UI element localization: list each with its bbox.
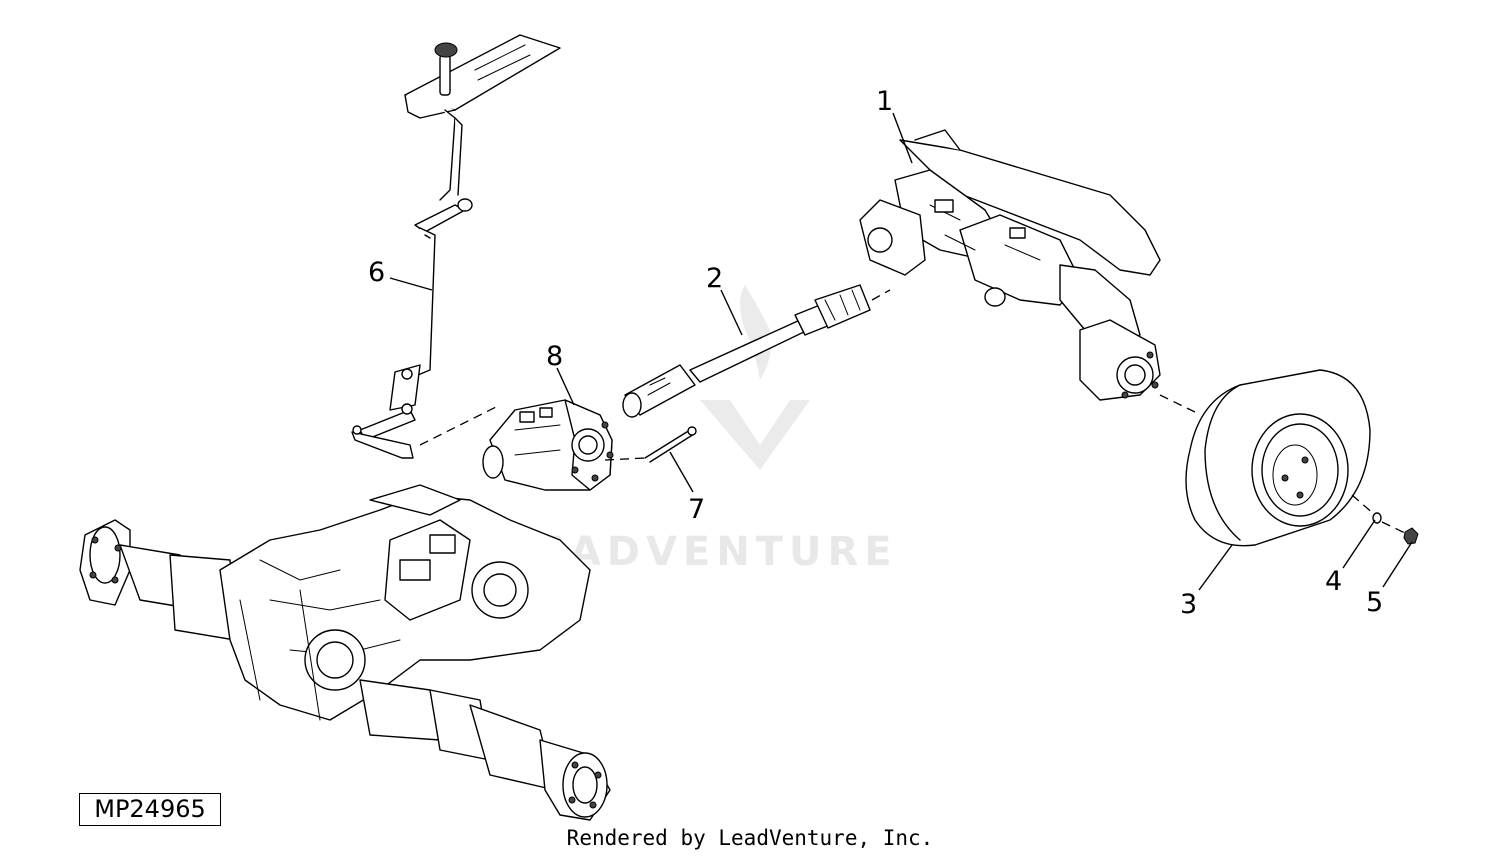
leader-dash-7-8 <box>604 457 646 461</box>
leader-dash-1-3 <box>1159 394 1196 413</box>
leader-dash-3-4 <box>1351 494 1376 516</box>
callout-8[interactable]: 8 <box>546 341 563 372</box>
part-5-nut[interactable] <box>1403 527 1419 545</box>
figure-reference-label: MP24965 <box>79 793 221 826</box>
callout-3[interactable]: 3 <box>1180 589 1197 620</box>
leader-lines <box>389 112 1413 591</box>
rear-transaxle <box>79 484 611 821</box>
callout-6[interactable]: 6 <box>368 257 385 288</box>
part-3-wheel-tire[interactable] <box>1185 369 1371 547</box>
part-6-shift-lever[interactable] <box>351 34 561 459</box>
callout-labels: 1 2 3 4 5 6 7 8 <box>368 86 1383 620</box>
callout-7[interactable]: 7 <box>688 494 705 525</box>
callout-1[interactable]: 1 <box>876 86 893 117</box>
render-credit: Rendered by LeadVenture, Inc. <box>566 826 934 850</box>
part-2-drive-shaft[interactable] <box>622 284 871 418</box>
part-7-pin[interactable] <box>644 426 697 463</box>
leader-dash-6-8 <box>419 404 501 446</box>
callout-2[interactable]: 2 <box>706 263 723 294</box>
part-1-front-axle[interactable] <box>859 129 1161 401</box>
leader-dash-4-5 <box>1381 521 1406 534</box>
callout-5[interactable]: 5 <box>1366 587 1383 618</box>
leader-dash-2-1 <box>871 289 891 301</box>
callout-4[interactable]: 4 <box>1325 566 1342 597</box>
part-8-gearbox[interactable] <box>482 399 614 491</box>
